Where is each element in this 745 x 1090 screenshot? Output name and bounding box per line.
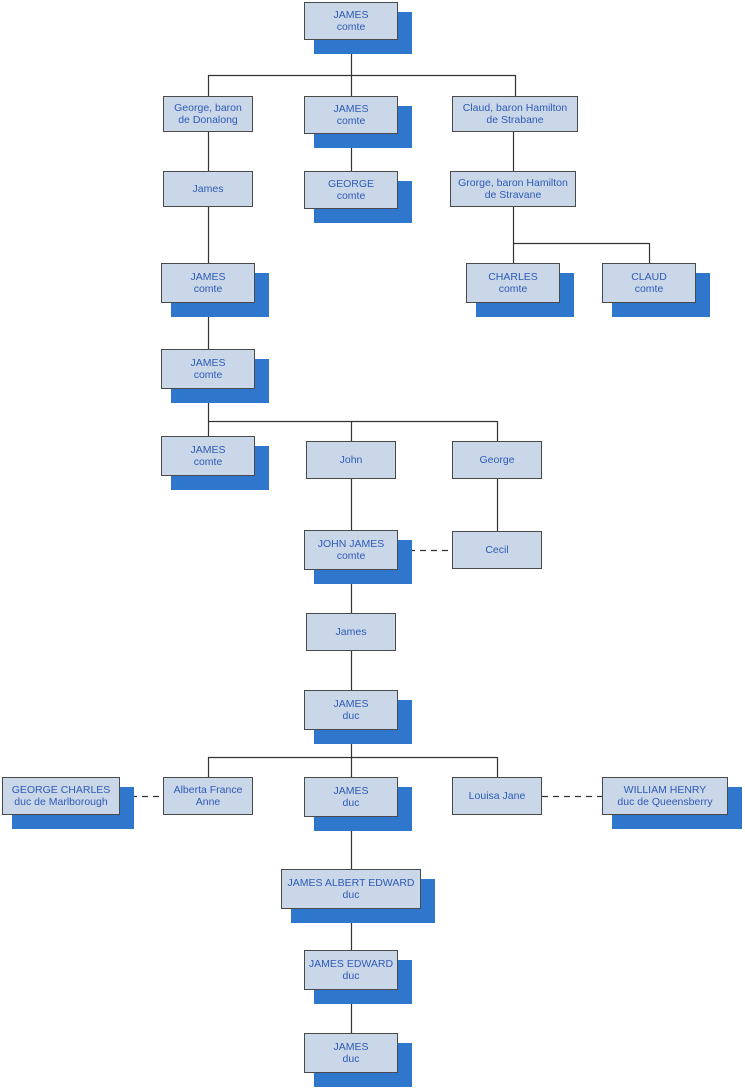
person-title: duc de Queensberry [617, 796, 713, 808]
person-name: JAMES EDWARD [308, 957, 394, 970]
person-title: comte [193, 456, 223, 468]
person-name: JAMES [333, 784, 369, 797]
person-name: Alberta France [173, 783, 243, 796]
person-name: JOHN JAMES [317, 537, 385, 550]
person-title: duc [342, 970, 360, 982]
person-node[interactable]: George [452, 441, 542, 479]
person-name: WILLIAM HENRY [623, 783, 707, 796]
person-name: JAMES [333, 1040, 369, 1053]
person-title: comte [193, 283, 223, 295]
person-name: JAMES ALBERT EDWARD [287, 876, 415, 889]
person-title: duc [342, 710, 360, 722]
person-title: comte [193, 369, 223, 381]
person-title: duc [342, 1053, 360, 1065]
person-node[interactable]: James [306, 613, 396, 651]
person-node[interactable]: John [306, 441, 396, 479]
person-title: comte [336, 115, 366, 127]
person-name: Cecil [485, 543, 509, 556]
person-name: CLAUD [631, 270, 667, 283]
person-title: de Donalong [178, 114, 238, 126]
person-name: Grorge, baron Hamilton [458, 176, 568, 189]
person-name: Claud, baron Hamilton [462, 101, 568, 114]
person-name: George, baron [174, 101, 242, 114]
person-name: JAMES [190, 443, 226, 456]
person-title: comte [336, 550, 366, 562]
person-name: James [192, 182, 224, 195]
person-name: GEORGE CHARLES [11, 783, 111, 796]
person-title: duc [342, 797, 360, 809]
person-node[interactable]: James [163, 171, 253, 207]
person-name: John [339, 453, 363, 466]
person-title: comte [498, 283, 528, 295]
person-name: JAMES [190, 270, 226, 283]
person-name: JAMES [190, 356, 226, 369]
person-title: duc de Marlborough [14, 796, 108, 808]
person-name: JAMES [333, 8, 369, 21]
person-title: comte [336, 190, 366, 202]
person-node[interactable]: Louisa Jane [452, 777, 542, 815]
person-name: CHARLES [488, 270, 538, 283]
person-title: comte [634, 283, 664, 295]
person-name: George [479, 453, 515, 466]
person-name: James [335, 625, 367, 638]
person-node[interactable]: Cecil [452, 531, 542, 569]
person-title: Anne [195, 796, 221, 808]
person-title: de Stravane [484, 189, 542, 201]
person-name: JAMES [333, 697, 369, 710]
person-name: JAMES [333, 102, 369, 115]
person-title: de Strabane [486, 114, 544, 126]
person-name: GEORGE [327, 177, 375, 190]
person-name: Louisa Jane [468, 789, 526, 802]
person-title: comte [336, 21, 366, 33]
person-title: duc [342, 889, 360, 901]
